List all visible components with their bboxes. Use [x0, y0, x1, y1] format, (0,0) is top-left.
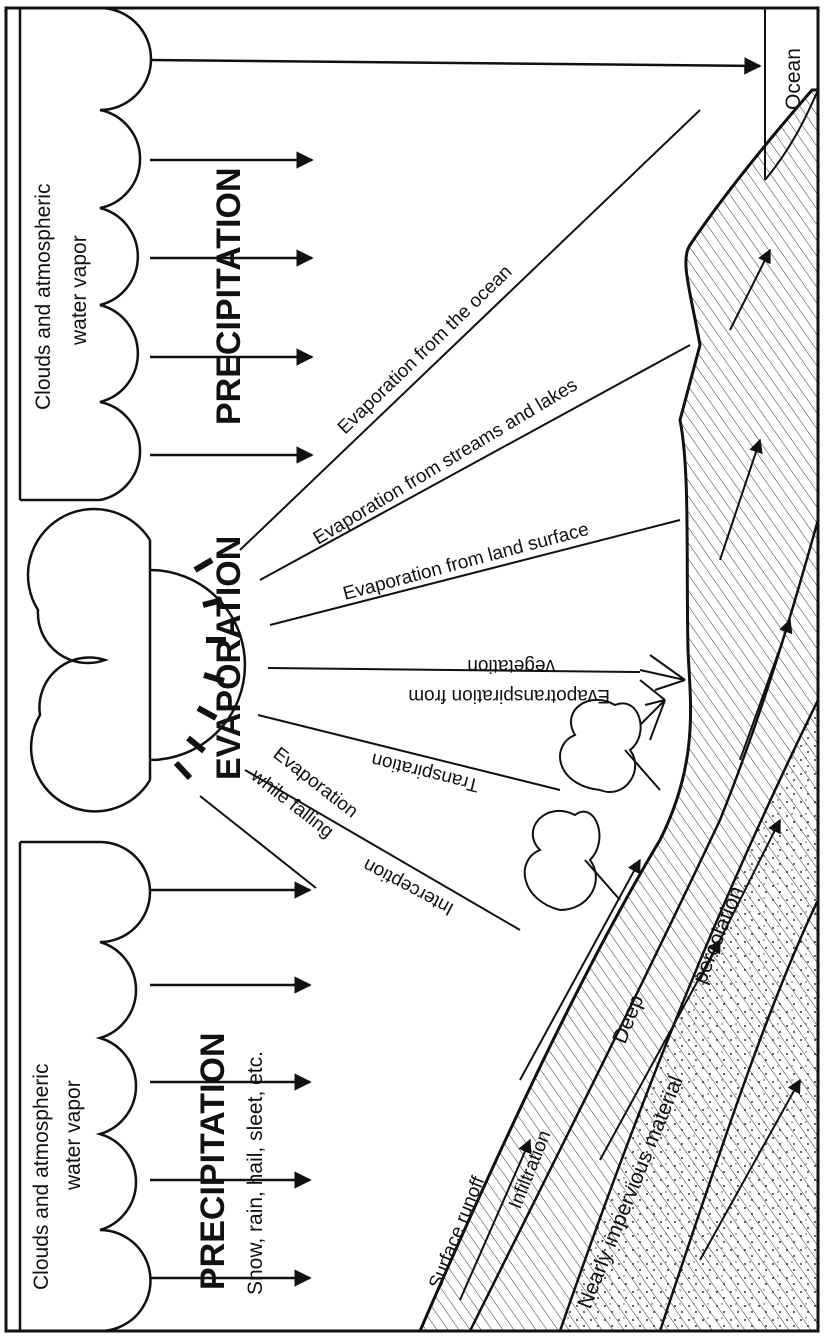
- clouds-upper-label-2: water vapor: [68, 235, 91, 346]
- evapotranspiration-label-2: vegetation: [467, 655, 555, 676]
- arrow-to-ocean: [150, 60, 760, 66]
- tree-icon-2: [560, 700, 660, 792]
- evapotranspiration-label-1: Evapotranspiration from: [408, 685, 610, 706]
- interception-label: Interception: [360, 854, 458, 919]
- evaporation-title: EVAPORATION: [210, 536, 248, 780]
- evaporation-lines: [240, 110, 700, 930]
- evap-ocean-label: Evaporation from the ocean: [334, 261, 516, 438]
- ocean-label: Ocean: [782, 48, 805, 110]
- vegetation-icon: [640, 655, 685, 740]
- evap-land-label: Evaporation from land surface: [341, 519, 591, 605]
- precipitation-lower-subtitle: Snow, rain, hail, sleet, etc.: [244, 1051, 267, 1295]
- evap-streams-label: Evaporation from streams and lakes: [310, 375, 582, 550]
- clouds-upper-label-1: Clouds and atmospheric: [32, 184, 55, 410]
- clouds-lower-label-2: water vapor: [62, 1080, 85, 1191]
- tree-icon: [525, 811, 620, 910]
- precipitation-upper-title: PRECIPITATION: [210, 167, 248, 425]
- clouds-lower-label-1: Clouds and atmospheric: [30, 1064, 53, 1290]
- precipitation-lower-title: PRECIPITATION: [194, 1032, 232, 1290]
